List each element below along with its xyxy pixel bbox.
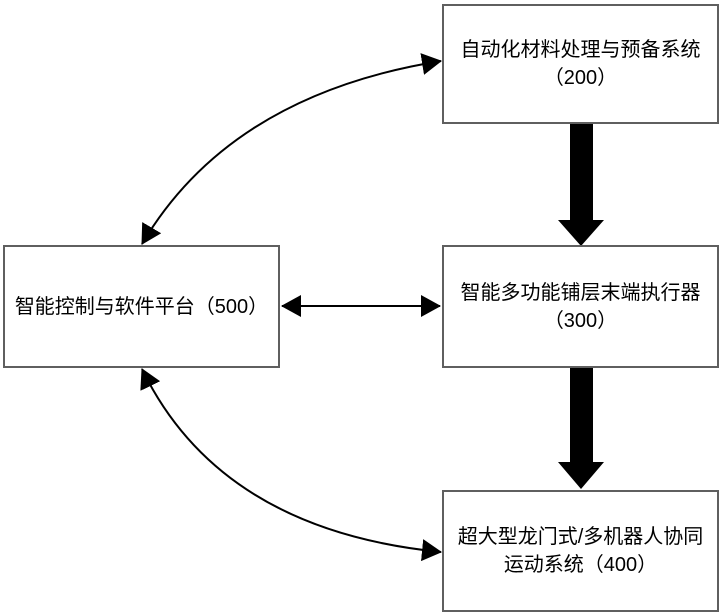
box-ref-line: 运动系统（400） xyxy=(503,554,658,576)
box-title-line: 超大型龙门式/多机器人协同 xyxy=(457,526,704,548)
box-intelligent-control-software-platform-500: 智能控制与软件平台（500） xyxy=(3,245,280,368)
box-title-line: 智能控制与软件平台（500） xyxy=(14,295,269,318)
box-smart-layup-end-effector-300: 智能多功能铺层末端执行器 （300） xyxy=(442,245,719,368)
box-ref-line: （200） xyxy=(543,67,618,89)
box-automated-material-prep-system-200: 自动化材料处理与预备系统 （200） xyxy=(442,4,719,124)
arrow-500-to-200-curved xyxy=(141,53,442,245)
arrow-300-to-400-thick xyxy=(558,367,604,489)
arrow-200-to-300-thick xyxy=(558,123,604,246)
box-ref-line: （300） xyxy=(543,309,618,332)
box-title-line: 智能多功能铺层末端执行器 xyxy=(460,281,701,304)
box-gantry-multirobot-motion-system-400: 超大型龙门式/多机器人协同 运动系统（400） xyxy=(442,490,719,612)
box-title-line: 自动化材料处理与预备系统 xyxy=(460,39,701,61)
arrow-500-to-400-curved xyxy=(140,368,442,562)
